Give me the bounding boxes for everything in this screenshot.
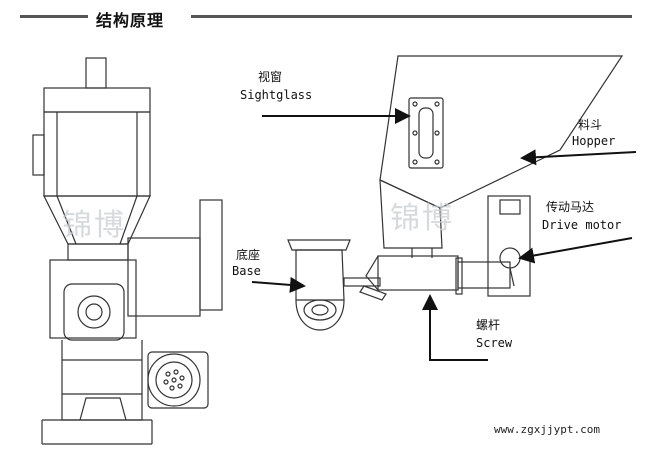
label-base-en: Base <box>232 264 261 278</box>
lower-frame <box>61 340 143 421</box>
leader-lines <box>251 108 637 361</box>
base-flange <box>287 239 351 251</box>
side-panel <box>32 134 45 176</box>
top-pipe <box>85 57 107 89</box>
label-drive-motor-cn: 传动马达 <box>546 200 595 214</box>
label-sightglass-cn: 视窗 <box>258 70 283 84</box>
watermark-right: 锦博 <box>390 201 454 236</box>
motor-box-right <box>487 195 531 297</box>
section-title: 结构原理 <box>96 11 165 30</box>
hopper-throat <box>379 179 443 249</box>
title-rule-left <box>20 15 88 18</box>
arrow-base <box>251 276 306 293</box>
label-hopper-cn: 料斗 <box>578 118 603 132</box>
arrow-hopper <box>520 149 637 166</box>
title-rule-right <box>191 15 632 18</box>
hopper-outline <box>379 55 624 209</box>
label-screw-en: Screw <box>476 336 513 350</box>
label-screw-cn: 螺杆 <box>476 318 501 332</box>
flange-left <box>63 283 125 341</box>
label-hopper-en: Hopper <box>572 134 616 148</box>
base-bowl <box>295 299 345 331</box>
side-view-machine <box>32 57 223 445</box>
label-sightglass-en: Sightglass <box>240 88 313 102</box>
title-row: 结构原理 <box>0 0 650 32</box>
fan-motor-base <box>147 351 209 409</box>
frame-plate <box>49 259 137 339</box>
sightglass-window <box>408 97 444 169</box>
section-view <box>287 55 624 331</box>
arrow-drive-motor <box>518 237 633 264</box>
screw-housing <box>377 255 459 291</box>
motor-shaft <box>509 267 515 287</box>
upper-hopper-body <box>43 111 151 197</box>
base-plate-connector <box>343 277 381 287</box>
collar <box>67 243 129 261</box>
top-cap <box>43 87 151 113</box>
flange-circle <box>77 295 111 329</box>
arrow-screw <box>422 294 488 361</box>
base-body <box>295 249 345 301</box>
label-base-cn: 底座 <box>236 248 261 262</box>
outlet-funnel <box>79 397 127 421</box>
label-drive-motor-en: Drive motor <box>542 218 622 232</box>
motor-box <box>127 237 201 317</box>
tall-panel <box>199 199 223 311</box>
watermark-left: 锦博 <box>62 208 126 243</box>
screw-tube <box>457 261 511 289</box>
site-url: www.zgxjjypt.com <box>494 423 600 436</box>
